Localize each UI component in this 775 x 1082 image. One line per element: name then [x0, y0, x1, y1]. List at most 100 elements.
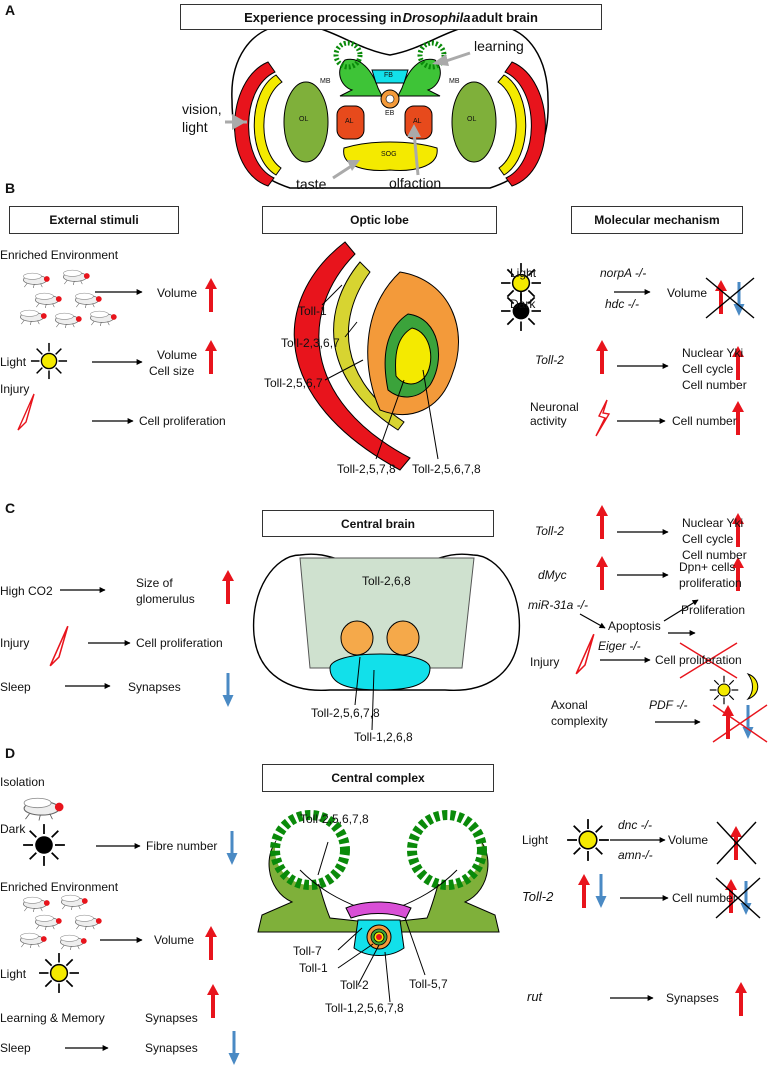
sun-icon: [566, 818, 610, 862]
optic-lobe-diagram: [293, 241, 459, 471]
down-arrow: [742, 705, 754, 739]
down-arrow: [595, 874, 607, 908]
d-synapses1-label: Synapses: [145, 1011, 198, 1025]
c-injury-label: Injury: [0, 636, 30, 650]
optic-toll2367-label: Toll-2,3,6,7: [281, 336, 340, 350]
c-number-label: Cell number: [682, 548, 747, 562]
taste-label: taste: [296, 176, 327, 192]
dpn-prolif-label: proliferation: [679, 576, 742, 590]
injury-wedge-icon: [575, 633, 595, 675]
d-fibre-label: Fibre number: [146, 839, 218, 853]
eb-label: EB: [385, 110, 395, 117]
ol-left-shape: [283, 81, 329, 163]
d-sleep-label: Sleep: [0, 1041, 31, 1055]
cx-toll1256-label: Toll-1,2,5,6,7,8: [325, 1001, 404, 1015]
d-volume-x: [716, 821, 757, 865]
cx-fb-magenta: [345, 901, 412, 919]
fb-label: FB: [384, 72, 393, 79]
b-mol-volume-label: Volume: [667, 286, 708, 300]
up-arrow: [205, 278, 217, 312]
c-cellprolif-label: Cell proliferation: [655, 653, 742, 667]
optic-yellow-band: [333, 261, 405, 431]
moon-icon: [746, 673, 759, 701]
optic-toll1-label: Toll-1: [298, 304, 327, 318]
apoptosis-label: Apoptosis: [608, 619, 661, 633]
learning-label: learning: [474, 38, 524, 54]
b-cellsize-label: Cell size: [149, 364, 195, 378]
d-toll2-label: Toll-2: [522, 889, 554, 904]
pdf-label: PDF -/-: [649, 698, 688, 712]
down-arrow: [228, 1031, 240, 1065]
dmyc-label: dMyc: [538, 568, 567, 582]
b-volume-label: Volume: [157, 286, 198, 300]
header-central-complex: Central complex: [262, 764, 494, 792]
cb-cyan-region: [329, 653, 431, 691]
d-number-label: Cell number: [672, 891, 737, 905]
central-brain-diagram: [252, 553, 521, 731]
b-toll2-label: Toll-2: [535, 353, 564, 367]
d-mol-volume-label: Volume: [668, 833, 709, 847]
b-mol-light-label: Light: [510, 266, 537, 280]
b-volume2-label: Volume: [157, 348, 198, 362]
calyx-left: [333, 40, 363, 70]
central-complex-diagram: [257, 810, 500, 1003]
neuron-bolt-icon: [595, 399, 610, 437]
mb-left-label: MB: [320, 78, 331, 85]
d-mol-light-label: Light: [522, 833, 549, 847]
c-size-label: Size of: [136, 576, 173, 590]
injury-wedge-icon: [17, 393, 35, 431]
c-prolif-label: Cell proliferation: [136, 636, 223, 650]
header-central-brain: Central brain: [262, 510, 494, 537]
injury-wedge-icon: [49, 625, 69, 667]
light-label: light: [182, 119, 208, 135]
c-sleep-label: Sleep: [0, 680, 31, 694]
sog-shape: [343, 141, 438, 171]
cb-orange-left: [340, 620, 374, 656]
al-left-shape: [336, 105, 365, 140]
header-molecular-mechanism: Molecular mechanism: [571, 206, 743, 234]
up-arrow: [578, 874, 590, 908]
sun-icon: [709, 675, 739, 705]
cx-toll2-label: Toll-2: [340, 978, 369, 992]
vision-label: vision,: [182, 101, 222, 117]
d-enriched-label: Enriched Environment: [0, 880, 119, 894]
rut-label: rut: [527, 989, 543, 1004]
cx-toll25678-label: Toll-2,5,6,7,8: [300, 812, 369, 826]
d-learning-label: Learning & Memory: [0, 1011, 105, 1025]
ol-left-label: OL: [299, 116, 309, 123]
lamina-left-yellow: [253, 74, 283, 176]
proliferation-label: Proliferation: [681, 603, 746, 617]
al-left-label: AL: [345, 118, 354, 125]
enriched-environment-flies-d: [19, 894, 103, 950]
down-arrow: [226, 831, 238, 865]
cx-toll1-label: Toll-1: [299, 961, 328, 975]
dnc-label: dnc -/-: [618, 818, 653, 832]
up-arrow: [596, 556, 608, 590]
cx-calyx-left: [270, 810, 350, 890]
panel-label-b: B: [5, 180, 16, 196]
b-activity-label: activity: [530, 414, 567, 428]
d-dark-label: Dark: [0, 822, 26, 836]
c-co2-label: High CO2: [0, 584, 53, 598]
cb-orange-right: [386, 620, 420, 656]
up-arrow: [207, 984, 219, 1018]
figure-title: Experience processing in Drosophila adul…: [180, 4, 602, 30]
c-glom-label: glomerulus: [136, 592, 195, 606]
up-arrow: [222, 570, 234, 604]
optic-red-band: [293, 241, 411, 471]
sog-label: SOG: [381, 151, 397, 158]
down-arrow: [222, 673, 234, 707]
d-cellnumber-x: [715, 877, 761, 919]
b-enriched-label: Enriched Environment: [0, 248, 119, 262]
panel-label-c: C: [5, 500, 16, 516]
optic-toll2567-label: Toll-2,5,6,7: [264, 376, 323, 390]
b-light-label: Light: [0, 355, 27, 369]
amn-label: amn-/-: [618, 848, 653, 862]
b-mol-dark-label: Dark: [510, 297, 536, 311]
title-suffix: adult brain: [471, 9, 538, 25]
cx-toll7-label: Toll-7: [293, 944, 322, 958]
title-italic: Drosophila: [402, 9, 471, 25]
lamina-right-yellow: [497, 74, 527, 176]
retina-left-red: [234, 61, 276, 187]
adult-brain-schematic: [225, 23, 549, 189]
